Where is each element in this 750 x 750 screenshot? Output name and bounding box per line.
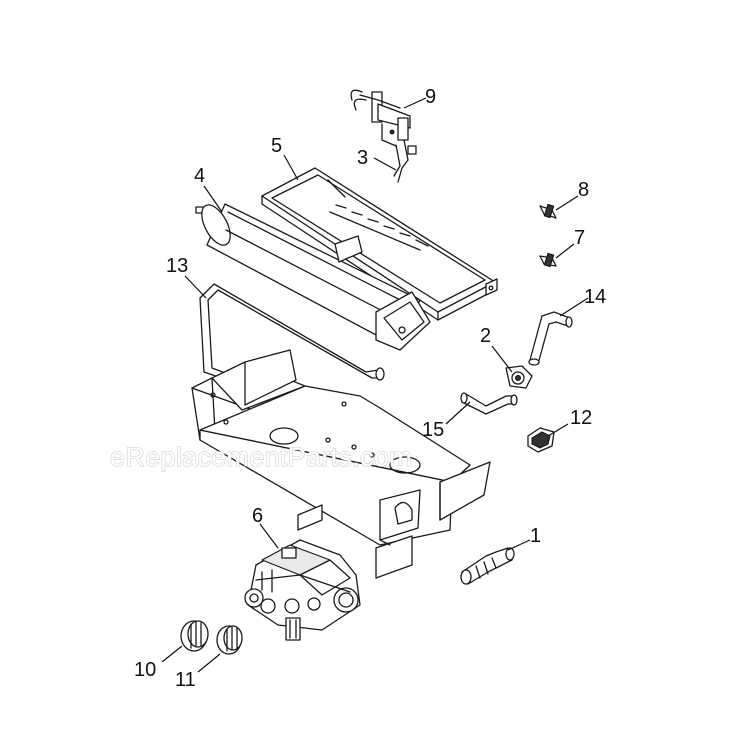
callout-11: 11 <box>175 669 196 691</box>
part-9-pilot-assembly <box>350 89 417 183</box>
callout-7: 7 <box>574 227 585 249</box>
part-15-hose <box>460 392 518 415</box>
callout-numbers: 1 2 3 4 5 6 7 8 9 10 11 12 13 14 15 <box>134 86 606 691</box>
part-4-burner-tube <box>195 203 431 351</box>
part-11-knob <box>216 625 243 655</box>
callout-2: 2 <box>480 325 491 347</box>
leader-lines <box>161 97 589 673</box>
part-6-gas-valve <box>244 539 361 641</box>
part-14-hose <box>528 311 573 366</box>
callout-4: 4 <box>194 165 205 187</box>
watermark-text: eReplacementParts.com <box>110 442 412 472</box>
part-8-fitting <box>539 203 557 219</box>
callout-9: 9 <box>425 86 436 108</box>
callout-5: 5 <box>271 135 282 157</box>
callout-13: 13 <box>166 255 188 277</box>
part-7-fitting <box>539 252 557 268</box>
callout-6: 6 <box>252 505 263 527</box>
part-12-switch <box>527 427 555 453</box>
callout-8: 8 <box>578 179 589 201</box>
part-5-burner-tray <box>261 167 498 321</box>
callout-10: 10 <box>134 659 156 681</box>
callout-3: 3 <box>357 147 368 169</box>
part-1-igniter <box>460 547 515 585</box>
callout-1: 1 <box>530 525 541 547</box>
chassis-bracket <box>191 349 491 579</box>
part-2-elbow <box>505 365 533 389</box>
part-10-knob <box>180 620 209 652</box>
callout-14: 14 <box>584 286 606 308</box>
callout-12: 12 <box>570 407 592 429</box>
callout-15: 15 <box>422 419 444 441</box>
